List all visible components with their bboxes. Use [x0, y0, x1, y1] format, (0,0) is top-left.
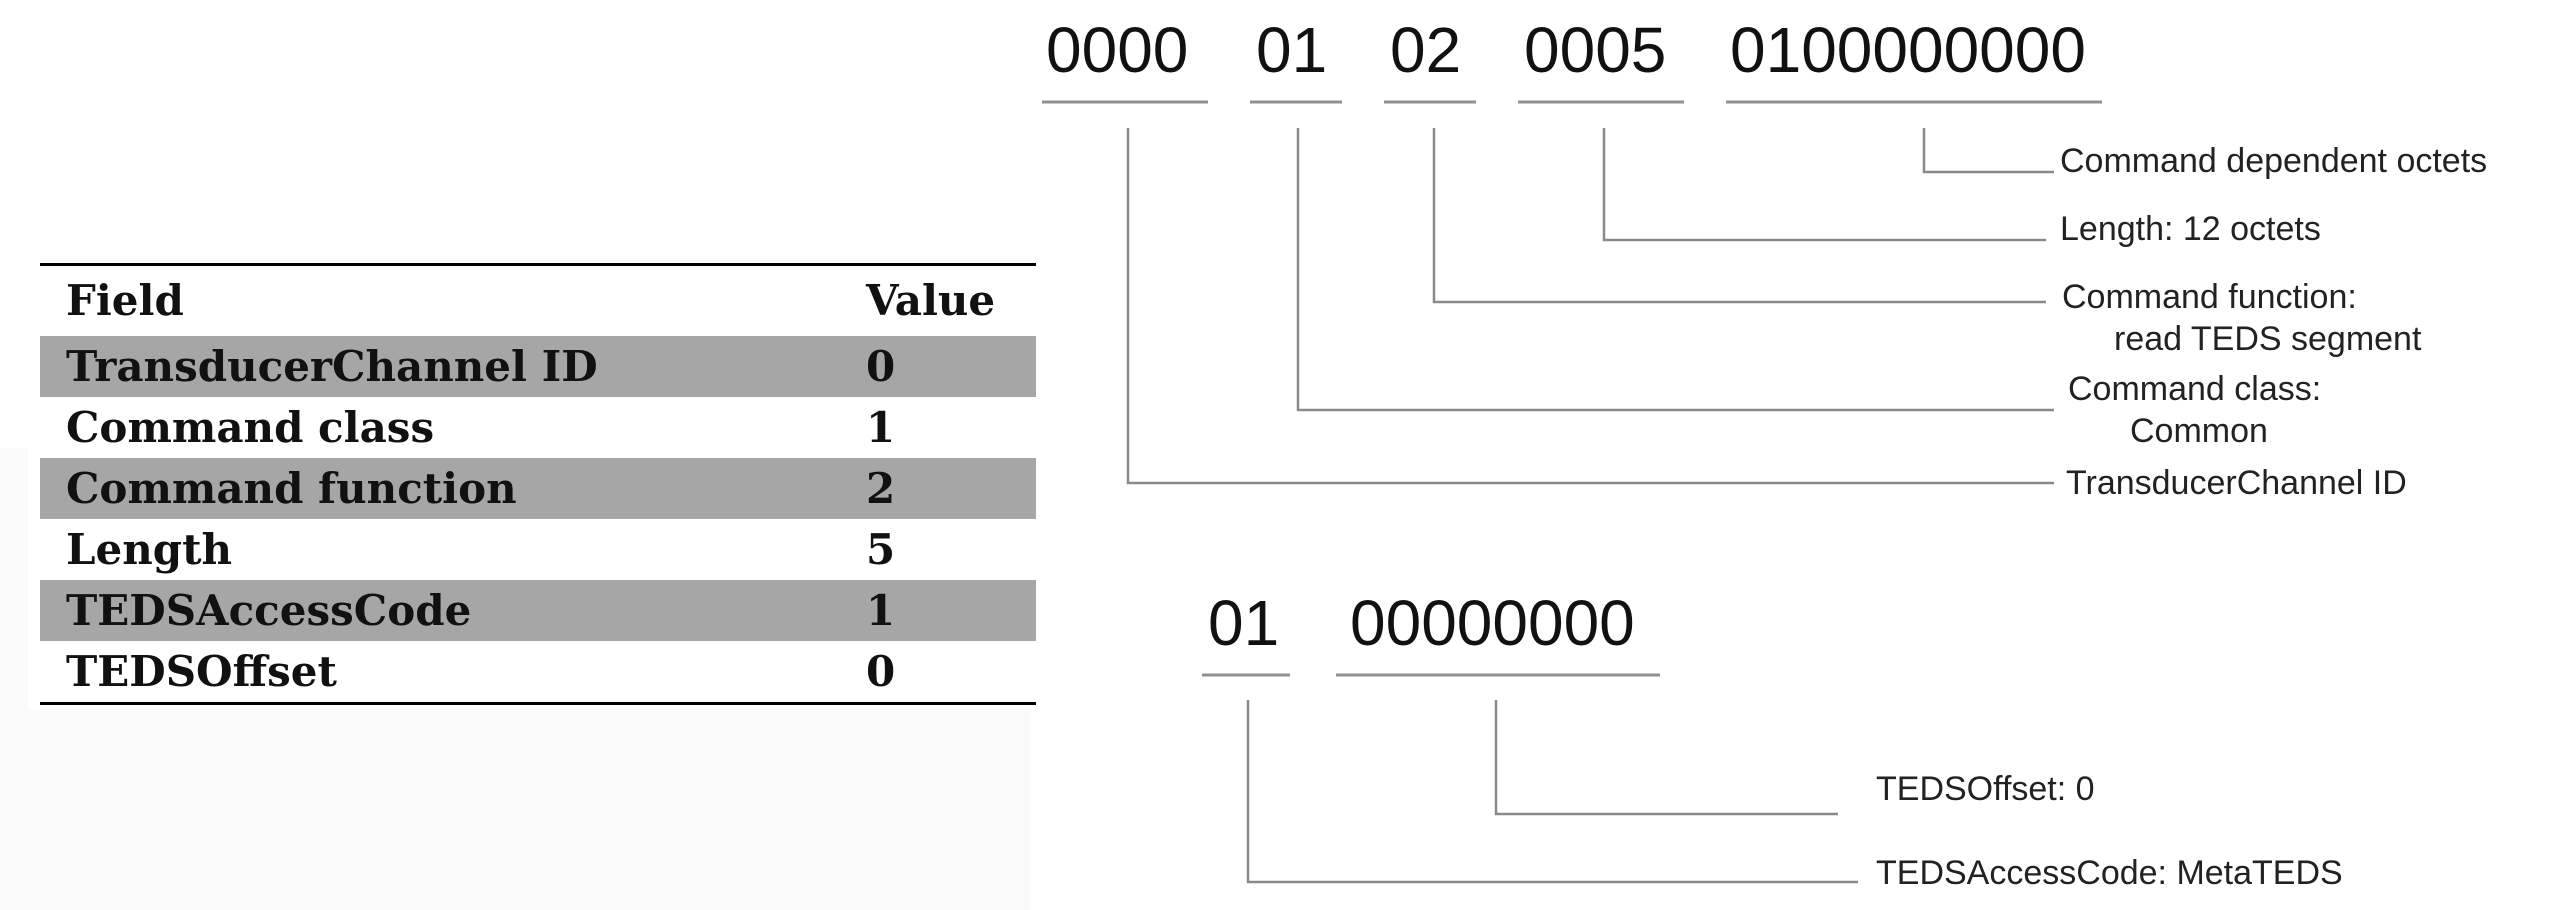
label-teds-offset: TEDSOffset: 0 — [1876, 770, 2095, 808]
cell-field: Command class — [66, 403, 435, 452]
cell-field: Length — [66, 525, 233, 574]
cell-value: 2 — [866, 464, 896, 513]
leader-channel-id — [1126, 128, 2054, 485]
octet-group-length: 0005 — [1524, 14, 1666, 86]
leader-dependent — [1922, 128, 2054, 174]
cell-value: 5 — [866, 525, 896, 574]
background-panel — [0, 710, 1030, 910]
leader-access-code — [1246, 700, 1858, 884]
label-command-class: Command class: — [2068, 370, 2321, 408]
table-row: Length 5 — [40, 519, 1036, 580]
octet-group-offset: 00000000 — [1350, 587, 1635, 659]
cell-field: TransducerChannel ID — [66, 342, 598, 391]
table-row: Command class 1 — [40, 397, 1036, 458]
label-command-class-detail: Common — [2130, 412, 2268, 450]
octet-group-command-class: 01 — [1256, 14, 1327, 86]
cell-value: 1 — [866, 403, 896, 452]
cell-value: 0 — [866, 647, 896, 696]
table-row: TEDSOffset 0 — [40, 641, 1036, 704]
table-row: Command function 2 — [40, 458, 1036, 519]
table-row: TransducerChannel ID 0 — [40, 336, 1036, 397]
background-panel — [0, 448, 28, 710]
table-row: TEDSAccessCode 1 — [40, 580, 1036, 641]
cell-field: TEDSOffset — [66, 647, 337, 696]
cell-value: 0 — [866, 342, 896, 391]
field-value-table: Field Value TransducerChannel ID 0 Comma… — [40, 263, 1036, 705]
label-command-function: Command function: — [2062, 278, 2357, 316]
header-value: Value — [866, 276, 996, 325]
leader-command-class — [1296, 128, 2054, 412]
cell-value: 1 — [866, 586, 896, 635]
leader-length — [1602, 128, 2046, 242]
leader-command-function — [1432, 128, 2046, 304]
label-command-dependent: Command dependent octets — [2060, 142, 2487, 180]
octet-group-command-function: 02 — [1390, 14, 1461, 86]
cell-field: TEDSAccessCode — [66, 586, 472, 635]
octet-group-channel-id: 0000 — [1046, 14, 1188, 86]
octet-group-dependent: 0100000000 — [1730, 14, 2086, 86]
octet-group-access-code: 01 — [1208, 587, 1279, 659]
cell-field: Command function — [66, 464, 517, 513]
label-length: Length: 12 octets — [2060, 210, 2321, 248]
header-field: Field — [66, 276, 184, 325]
label-teds-access-code: TEDSAccessCode: MetaTEDS — [1876, 854, 2343, 892]
label-channel-id: TransducerChannel ID — [2066, 464, 2407, 502]
table-header-row: Field Value — [40, 264, 1036, 337]
leader-offset — [1494, 700, 1838, 816]
label-command-function-detail: read TEDS segment — [2114, 320, 2422, 358]
